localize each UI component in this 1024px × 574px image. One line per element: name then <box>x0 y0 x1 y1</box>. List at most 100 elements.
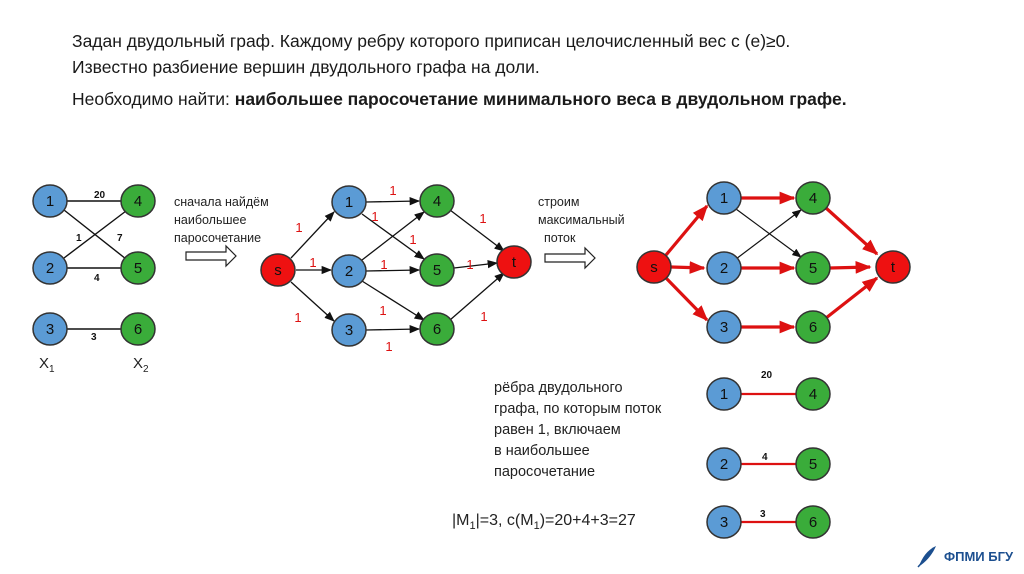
problem-line-3: Необходимо найти: наибольшее паросочетан… <box>72 86 972 112</box>
node-3 <box>331 313 367 347</box>
node-4-label: 4 <box>433 193 441 210</box>
matching-node-4 <box>795 377 831 411</box>
matching-weight-3-6: 3 <box>760 509 766 520</box>
node-t-label: t <box>891 259 896 276</box>
max-flow-network: s 1 2 3 4 5 6 t <box>636 181 911 344</box>
matching-node-5-label: 5 <box>809 456 817 473</box>
note-first-find-matching: сначала найдём наибольшее паросочетание <box>174 195 269 245</box>
matching-node-3 <box>706 505 742 539</box>
capacity-1-4: 1 <box>389 183 396 198</box>
matching-weight-2-5: 4 <box>762 452 768 463</box>
node-s-label: s <box>650 259 658 276</box>
edge-2-4 <box>361 211 425 261</box>
matching-node-4-label: 4 <box>809 386 817 403</box>
matching-node-1 <box>706 377 742 411</box>
node-4-label: 4 <box>809 190 817 207</box>
flow-4-t <box>824 206 879 256</box>
matching-explanation: рёбра двудольного графа, по которым пото… <box>494 380 662 480</box>
matching-node-1-label: 1 <box>720 386 728 403</box>
flow-5-t <box>829 260 872 274</box>
matching-node-5 <box>795 447 831 481</box>
node-6 <box>419 312 455 346</box>
weight-2-5: 4 <box>94 273 100 284</box>
node-4 <box>120 184 156 218</box>
capacity-s-3: 1 <box>294 310 301 325</box>
problem-line-3-prefix: Необходимо найти: <box>72 89 235 109</box>
edge-3-6 <box>365 325 421 334</box>
hollow-arrow-2 <box>544 246 596 270</box>
capacity-5-t: 1 <box>466 257 473 272</box>
capacity-1-5: 1 <box>371 209 378 224</box>
hollow-arrow-1 <box>185 244 237 268</box>
node-3 <box>706 310 742 344</box>
node-2 <box>331 254 367 288</box>
matching-node-2-label: 2 <box>720 456 728 473</box>
edge-1-5 <box>735 208 802 258</box>
node-4 <box>419 184 455 218</box>
weight-3-6: 3 <box>91 332 97 343</box>
node-t <box>496 245 532 279</box>
capacity-s-1: 1 <box>295 220 302 235</box>
flow-s-1 <box>664 204 709 257</box>
node-1 <box>32 184 68 218</box>
weight-1-5: 1 <box>76 233 82 244</box>
problem-line-2: Известно разбиение вершин двудольного гр… <box>72 57 540 77</box>
node-2-label: 2 <box>720 260 728 277</box>
node-6-label: 6 <box>809 319 817 336</box>
node-5-label: 5 <box>433 262 441 279</box>
node-1-label: 1 <box>46 193 54 210</box>
edge-s-1 <box>290 211 335 259</box>
problem-line-1: Задан двудольный граф. Каждому ребру кот… <box>72 31 791 51</box>
flow-s-3 <box>664 276 709 322</box>
node-t <box>875 250 911 284</box>
edge-1-4 <box>365 197 421 206</box>
bipartite-graph: 20 1 7 4 3 1 2 3 4 5 6 <box>32 184 156 346</box>
node-1 <box>706 181 742 215</box>
node-t-label: t <box>512 254 517 271</box>
node-6 <box>120 312 156 346</box>
edge-2-4 <box>735 209 802 260</box>
node-3-label: 3 <box>345 322 353 339</box>
node-3-label: 3 <box>46 321 54 338</box>
node-s <box>636 250 672 284</box>
feather-logo-icon <box>917 546 936 568</box>
matching-weight-1-4: 20 <box>761 370 773 381</box>
node-2 <box>706 251 742 285</box>
matching-node-3-label: 3 <box>720 514 728 531</box>
flow-network: 1 1 1 1 1 1 1 1 1 1 1 1 1 s 1 2 <box>260 183 532 354</box>
node-5-label: 5 <box>134 260 142 277</box>
node-5 <box>419 253 455 287</box>
logo-text: ФПМИ БГУ <box>944 548 1014 564</box>
capacity-3-6: 1 <box>385 339 392 354</box>
node-1-label: 1 <box>345 194 353 211</box>
node-5 <box>120 251 156 285</box>
edge-2-6 <box>361 280 425 321</box>
node-1-label: 1 <box>720 190 728 207</box>
flow-6-t <box>825 276 879 320</box>
node-6-label: 6 <box>134 321 142 338</box>
weight-1-4: 20 <box>94 190 106 201</box>
flow-s-2 <box>670 261 706 274</box>
node-5-label: 5 <box>809 260 817 277</box>
node-3 <box>32 312 68 346</box>
node-2 <box>32 251 68 285</box>
capacity-6-t: 1 <box>480 309 487 324</box>
capacity-4-t: 1 <box>479 211 486 226</box>
edge-2-5 <box>365 266 421 275</box>
node-4-label: 4 <box>134 193 142 210</box>
node-6-label: 6 <box>433 321 441 338</box>
capacity-2-6: 1 <box>379 303 386 318</box>
matching-node-6-label: 6 <box>809 514 817 531</box>
node-2-label: 2 <box>46 260 54 277</box>
edge-6-t <box>449 272 505 321</box>
node-6 <box>795 310 831 344</box>
node-5 <box>795 251 831 285</box>
matching-result: 20 4 3 1 4 2 5 3 6 <box>706 370 831 539</box>
node-s-label: s <box>274 262 282 279</box>
edge-5-t <box>453 259 499 269</box>
node-2-label: 2 <box>345 263 353 280</box>
problem-line-3-bold: наибольшее паросочетание минимального ве… <box>234 89 847 109</box>
capacity-2-4: 1 <box>409 232 416 247</box>
capacity-s-2: 1 <box>309 255 316 270</box>
